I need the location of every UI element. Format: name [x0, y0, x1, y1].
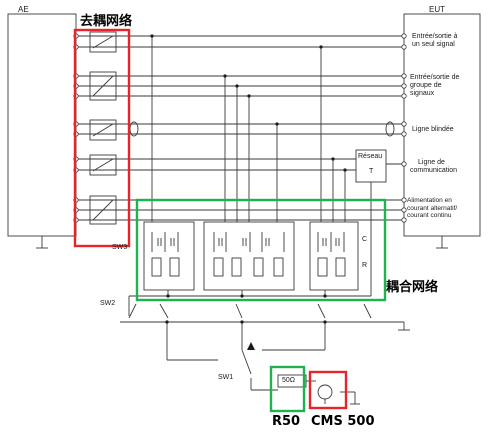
- eut-label: EUT: [429, 5, 445, 14]
- sw1-label: SW1: [218, 374, 234, 381]
- c-label: C: [362, 236, 368, 243]
- sw3-label: SW3: [112, 244, 128, 251]
- sw2-label: SW2: [100, 300, 116, 307]
- coupling-group-1: [143, 221, 195, 291]
- decoupling-elements: [89, 31, 117, 225]
- coupling-group-2: [203, 221, 295, 291]
- reseau-label: Réseau: [358, 153, 383, 160]
- reseau-t-box: [355, 149, 387, 183]
- decoupling-highlight: [73, 28, 131, 248]
- r-label: R: [362, 262, 368, 269]
- ae-block: [7, 13, 77, 237]
- reseau-t-label: T: [369, 168, 374, 175]
- eut-port-3: Ligne blindée: [412, 126, 454, 133]
- cms-highlight: [308, 370, 348, 410]
- port-circles: [73, 33, 407, 223]
- coupling-group-3: [309, 221, 359, 291]
- r50-label: R50: [272, 414, 301, 429]
- ohm-label: 50Ω: [282, 377, 296, 384]
- coupling-network-label: 耦合网络: [386, 280, 439, 295]
- junction-dots: [150, 34, 347, 350]
- r50-highlight: [269, 365, 306, 413]
- coupling-highlight: [135, 198, 387, 302]
- cms500-label: CMS 500: [311, 414, 375, 429]
- ae-label: AE: [18, 5, 29, 14]
- decoupling-network-label: 去耦网络: [80, 14, 133, 29]
